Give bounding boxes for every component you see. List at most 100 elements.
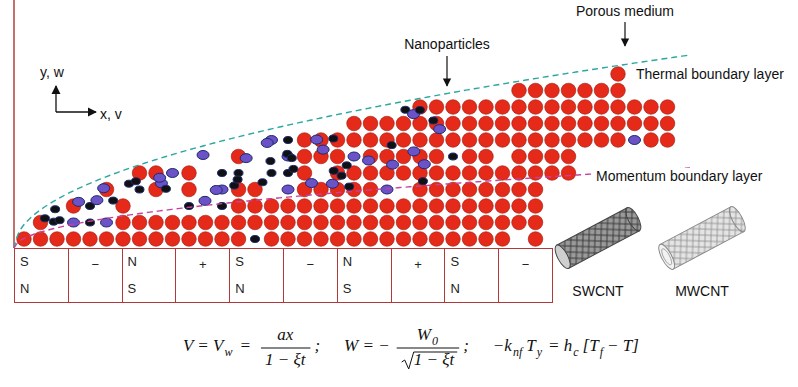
fluid-particle xyxy=(512,149,527,164)
magnet-cell: NS xyxy=(337,248,392,303)
nanoparticle xyxy=(40,215,49,222)
nanoparticle xyxy=(387,160,399,169)
fluid-particle xyxy=(561,149,576,164)
magnet-cell: SN xyxy=(14,248,69,303)
fluid-particle xyxy=(215,215,230,230)
fluid-particle xyxy=(330,149,345,164)
fluid-particle xyxy=(264,232,279,247)
fluid-particle xyxy=(528,199,543,214)
pole-label: N xyxy=(235,281,244,296)
nanoparticle xyxy=(199,196,211,205)
nanoparticle xyxy=(98,184,110,193)
pole-label: − xyxy=(522,257,530,272)
equation-term: V = V xyxy=(183,337,223,355)
fluid-particle xyxy=(561,116,576,131)
equation-term: y xyxy=(537,346,542,359)
fluid-particle xyxy=(446,232,461,247)
fluid-particle xyxy=(314,232,329,247)
fluid-particle xyxy=(182,215,197,230)
equation-term: W = − xyxy=(344,337,390,355)
fluid-particle xyxy=(512,199,527,214)
fluid-particle xyxy=(363,215,378,230)
fluid-particle xyxy=(462,182,477,197)
magnet-cell: + xyxy=(175,248,230,303)
fluid-particle xyxy=(479,199,494,214)
nanoparticle xyxy=(258,179,267,186)
equation-term: 0 xyxy=(432,335,438,348)
nanoparticle xyxy=(418,160,430,169)
fluid-particle xyxy=(479,182,494,197)
leader-arrow xyxy=(624,22,625,46)
fluid-particle xyxy=(33,232,48,247)
fluid-particle xyxy=(512,133,527,148)
fluid-particle xyxy=(429,215,444,230)
equation-term: −k xyxy=(493,337,512,355)
wall-line xyxy=(13,0,15,248)
equation-term: W xyxy=(417,326,431,344)
fluid-particle xyxy=(627,116,642,131)
nanoparticle xyxy=(282,185,294,194)
fluid-particle xyxy=(495,166,510,181)
pole-label: + xyxy=(414,257,422,272)
magnet-cell: SN xyxy=(444,248,499,303)
fluid-particle xyxy=(83,232,98,247)
nanoparticle xyxy=(306,179,318,188)
nanoparticle xyxy=(418,178,427,185)
fluid-particle xyxy=(495,232,510,247)
fluid-particle xyxy=(545,133,560,148)
nanoparticle xyxy=(167,169,179,178)
fluid-particle xyxy=(561,83,576,98)
fluid-particle xyxy=(578,100,593,115)
fluid-particle xyxy=(479,133,494,148)
nanoparticle xyxy=(240,154,252,163)
fluid-particle xyxy=(462,149,477,164)
nanoparticle xyxy=(363,156,375,165)
fluid-particle xyxy=(231,199,246,214)
fluid-particle xyxy=(578,83,593,98)
fluid-particle xyxy=(495,133,510,148)
nanoparticle xyxy=(381,185,393,194)
nanoparticle xyxy=(284,137,293,144)
fluid-particle xyxy=(281,215,296,230)
fluid-particle xyxy=(495,116,510,131)
pole-label: N xyxy=(450,281,459,296)
fluid-particle xyxy=(347,232,362,247)
fluid-particle xyxy=(314,199,329,214)
axis-label: x, v xyxy=(100,106,122,123)
fluid-particle xyxy=(479,116,494,131)
fluid-particle xyxy=(446,199,461,214)
fluid-particle xyxy=(99,232,114,247)
fluid-particle xyxy=(297,149,312,164)
fluid-particle xyxy=(545,149,560,164)
magnet-cell: − xyxy=(68,248,123,303)
fluid-particle xyxy=(462,116,477,131)
fluid-particle xyxy=(380,116,395,131)
fluid-particle xyxy=(182,166,197,181)
nanoparticle xyxy=(429,117,438,124)
fluid-particle xyxy=(561,133,576,148)
axis-label: y, w xyxy=(40,64,64,81)
radical-sign xyxy=(402,352,457,369)
nanoparticle xyxy=(415,106,424,113)
tube-label: SWCNT xyxy=(572,283,623,300)
fluid-particle xyxy=(660,116,675,131)
fluid-particle xyxy=(182,232,197,247)
fluid-particle xyxy=(479,149,494,164)
fluid-particle xyxy=(495,182,510,197)
fluid-particle xyxy=(578,116,593,131)
fluid-particle xyxy=(611,133,626,148)
fluid-particle xyxy=(528,232,543,247)
fluid-particle xyxy=(347,133,362,148)
fluid-particle xyxy=(512,83,527,98)
pole-label: S xyxy=(450,254,459,269)
fluid-particle xyxy=(264,215,279,230)
equation-term: T xyxy=(526,337,535,355)
fluid-particle xyxy=(660,100,675,115)
fluid-particle xyxy=(479,166,494,181)
equation-term: [T xyxy=(583,337,599,355)
fluid-particle xyxy=(231,232,246,247)
nanoparticle xyxy=(251,236,260,243)
fluid-particle xyxy=(132,215,147,230)
nanoparticle xyxy=(234,170,243,177)
